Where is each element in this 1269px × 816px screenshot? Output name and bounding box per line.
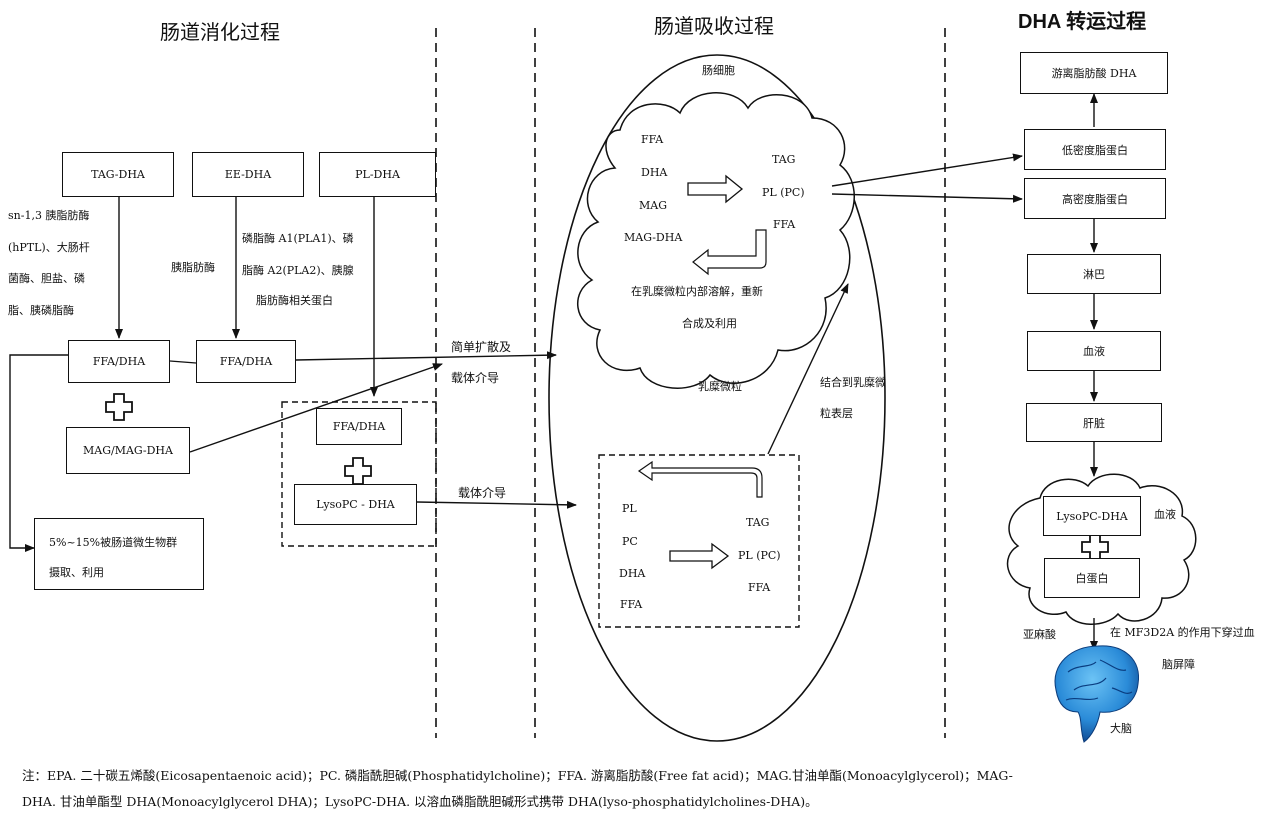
microbiota-line-1: 5%~15%被肠道微生物群 — [49, 536, 178, 549]
dashed-input-pc: PC — [622, 535, 638, 548]
path-simple-line-2: 载体介导 — [451, 371, 500, 385]
note-line-2: DHA. 甘油单酯型 DHA(Monoacylglycerol DHA)；Lys… — [22, 794, 818, 809]
bbb-line-1: 在 MF3D2A 的作用下穿过血 — [1110, 626, 1255, 639]
ffa-dha-box-2: FFA/DHA — [196, 340, 296, 383]
plus-icon-2 — [344, 457, 372, 485]
enzyme-pl-line-3: 脂肪酶相关蛋白 — [256, 294, 333, 307]
heading-digestion: 肠道消化过程 — [160, 20, 280, 44]
mag-dha-box: MAG/MAG-DHA — [66, 427, 190, 474]
liver-box: 肝脏 — [1026, 403, 1162, 442]
cloud-input-ffa: FFA — [641, 133, 664, 146]
blood-box: 血液 — [1027, 331, 1161, 371]
ee-dha-box: EE-DHA — [192, 152, 304, 197]
dashed-input-ffa: FFA — [620, 598, 643, 611]
cloud-input-dha: DHA — [641, 166, 668, 179]
cloud-output-pl: PL (PC) — [762, 186, 805, 199]
return-arrow-cloud — [692, 229, 767, 276]
note-line-1: 注：EPA. 二十碳五烯酸(Eicosapentaenoic acid)；PC.… — [22, 768, 1013, 783]
enzyme-tag-line-3: 菌酶、胆盐、磷 — [8, 272, 85, 285]
ffa-dha-box-1: FFA/DHA — [68, 340, 170, 383]
albumin-box: 白蛋白 — [1044, 558, 1140, 598]
ffa-dha-box-3: FFA/DHA — [316, 408, 402, 445]
microbiota-box: 5%~15%被肠道微生物群 摄取、利用 — [34, 518, 204, 590]
ldl-box: 低密度脂蛋白 — [1024, 129, 1166, 170]
enterocyte-ellipse — [548, 54, 886, 742]
hdl-box: 高密度脂蛋白 — [1024, 178, 1166, 219]
enzyme-tag-line-2: (hPTL)、大肠杆 — [8, 241, 90, 254]
path-simple-line-1: 简单扩散及 — [451, 340, 512, 354]
cloud-output-ffa: FFA — [773, 218, 796, 231]
pl-dha-box: PL-DHA — [319, 152, 436, 197]
cloud-output-tag: TAG — [772, 153, 796, 166]
path-carrier: 载体介导 — [458, 486, 507, 500]
brain-icon — [1054, 645, 1140, 743]
resynthesis-line-2: 合成及利用 — [682, 317, 737, 330]
chylomicron-label: 乳糜微粒 — [698, 380, 742, 393]
enzyme-tag-line-1: sn-1,3 胰脂肪酶 — [8, 209, 90, 222]
enzyme-pl-line-1: 磷脂酶 A1(PLA1)、磷 — [242, 232, 354, 245]
brain-label: 大脑 — [1110, 722, 1132, 735]
enterocyte-label: 肠细胞 — [702, 64, 735, 77]
heading-absorption: 肠道吸收过程 — [654, 14, 774, 38]
plus-icon-1 — [105, 393, 133, 421]
cloud-input-mag-dha: MAG-DHA — [624, 231, 683, 244]
lymph-box: 淋巴 — [1027, 254, 1161, 294]
dashed-output-tag: TAG — [746, 516, 770, 529]
heading-transport: DHA 转运过程 — [1018, 11, 1147, 33]
resynthesis-line-1: 在乳糜微粒内部溶解，重新 — [631, 285, 763, 298]
blood-cloud-label: 血液 — [1154, 508, 1176, 521]
linolenic-label: 亚麻酸 — [1023, 628, 1056, 641]
enzyme-tag-line-4: 脂、胰磷脂酶 — [8, 304, 74, 317]
dashed-synthesis-box — [598, 454, 800, 628]
free-dha-box: 游离脂肪酸 DHA — [1020, 52, 1168, 94]
bbb-line-2: 脑屏障 — [1162, 658, 1195, 671]
chylomicron-cloud — [577, 92, 855, 389]
dashed-output-pl: PL (PC) — [738, 549, 781, 562]
microbiota-line-2: 摄取、利用 — [49, 566, 104, 579]
hollow-arrow-cloud — [687, 174, 744, 204]
return-arrow-dashed — [637, 460, 763, 498]
tag-dha-box: TAG-DHA — [62, 152, 174, 197]
pl-dashed-group — [281, 401, 437, 547]
dashed-input-dha: DHA — [619, 567, 646, 580]
enzyme-pl-line-2: 脂酶 A2(PLA2)、胰腺 — [242, 264, 354, 277]
cloud-input-mag: MAG — [639, 199, 667, 212]
hollow-arrow-dashed — [669, 542, 730, 570]
bind-surface-line-2: 粒表层 — [820, 407, 853, 420]
lysopc-dha-transport-box: LysoPC-DHA — [1043, 496, 1141, 536]
dashed-input-pl: PL — [622, 502, 637, 515]
bind-surface-line-1: 结合到乳糜微 — [820, 376, 886, 389]
lysopc-dha-box: LysoPC - DHA — [294, 484, 417, 525]
dashed-output-ffa: FFA — [748, 581, 771, 594]
enzyme-ee: 胰脂肪酶 — [171, 261, 215, 274]
